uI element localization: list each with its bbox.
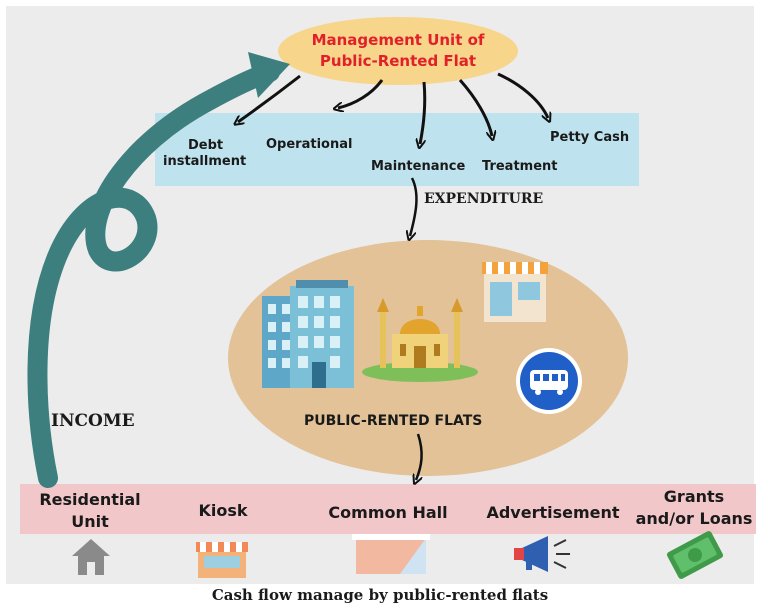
residential-line2: Unit xyxy=(71,512,109,531)
source-advertisement: Advertisement xyxy=(486,503,620,522)
megaphone-icon xyxy=(514,536,570,572)
money-icon xyxy=(666,531,724,579)
hall-icon xyxy=(352,534,430,574)
debt-line2: installment xyxy=(163,154,247,169)
public-rented-flats-label: PUBLIC-RENTED FLATS xyxy=(304,413,483,429)
house-icon xyxy=(72,539,110,575)
expenditure-item-treatment: Treatment xyxy=(482,159,558,174)
management-unit-ellipse xyxy=(278,17,518,85)
management-unit-line2: Public-Rented Flat xyxy=(319,52,477,70)
kiosk-icon xyxy=(196,542,248,578)
arrow-flats-to-income xyxy=(416,433,423,480)
mosque-icon xyxy=(362,298,478,382)
management-unit-label: Management Unit of Public-Rented Flat xyxy=(278,30,518,72)
expenditure-item-debt-line2: installment xyxy=(163,154,246,170)
office-building-icon xyxy=(262,280,354,388)
grants-line1: Grants xyxy=(663,487,725,506)
grants-line2: and/or Loans xyxy=(635,509,753,528)
income-sources-band xyxy=(20,484,756,534)
management-unit-line1: Management Unit of xyxy=(311,31,485,49)
expenditure-item-petty-cash: Petty Cash xyxy=(550,130,630,145)
shop-icon xyxy=(482,262,548,322)
expenditure-item-operational: Operational xyxy=(266,137,353,152)
arrow-to-debt xyxy=(238,74,301,122)
arrow-to-flats xyxy=(410,177,418,236)
expenditure-item-maintenance: Maintenance xyxy=(371,159,466,174)
source-common-hall: Common Hall xyxy=(328,503,448,522)
arrow-to-treatment xyxy=(458,79,492,136)
expenditure-item-debt: Debt xyxy=(188,138,223,154)
expenditure-label: EXPENDITURE xyxy=(424,191,544,207)
source-residential-unit: Residential Unit xyxy=(24,489,156,533)
source-grants-loans: Grants and/or Loans xyxy=(630,486,758,530)
debt-line1: Debt xyxy=(188,138,224,153)
diagram-caption: Cash flow manage by public-rented flats xyxy=(211,586,549,604)
bus-sign-icon xyxy=(516,348,582,414)
arrow-to-maintenance xyxy=(420,81,427,144)
income-label: INCOME xyxy=(51,411,135,431)
income-swirl-arrow xyxy=(27,52,290,488)
expenditure-arrows xyxy=(238,72,548,480)
residential-line1: Residential xyxy=(39,490,141,509)
source-kiosk: Kiosk xyxy=(198,501,248,520)
arrow-to-operational xyxy=(338,79,384,108)
arrow-to-petty-cash xyxy=(497,72,548,118)
